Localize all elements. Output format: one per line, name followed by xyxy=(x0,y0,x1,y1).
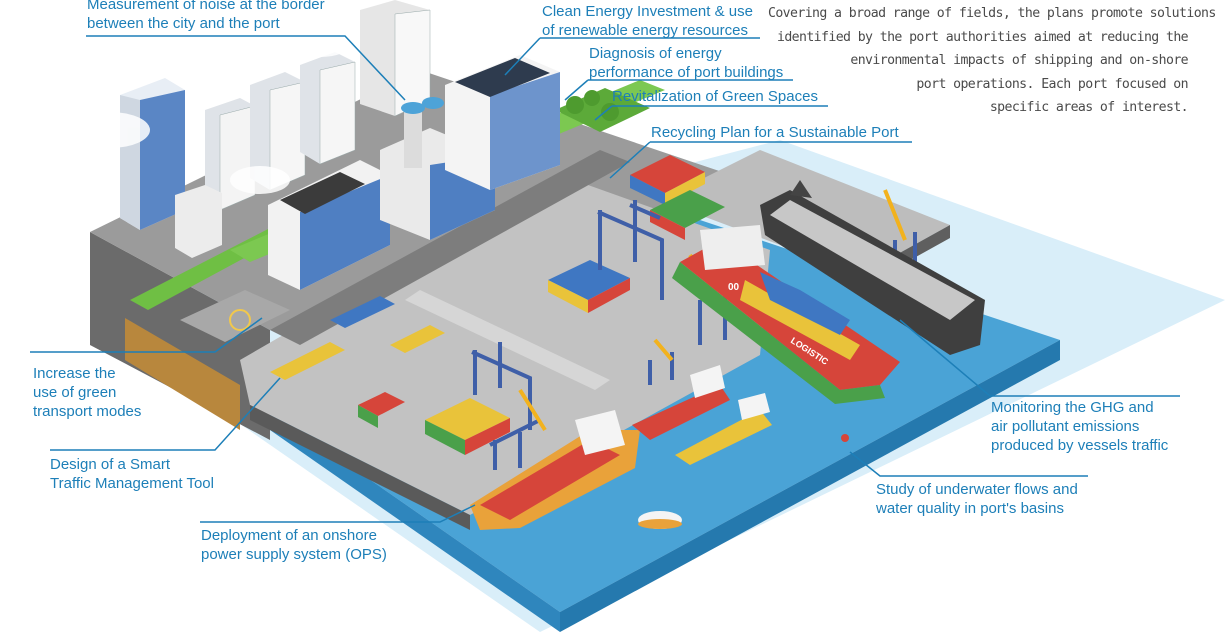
leader-lines xyxy=(30,35,1180,523)
water-edge-right xyxy=(560,340,1060,632)
leader-noise xyxy=(86,35,406,101)
road-main xyxy=(270,150,630,345)
label-line: water quality in port's basins xyxy=(876,500,1064,517)
leader-green-transport xyxy=(30,317,263,353)
label-line: Traffic Management Tool xyxy=(50,475,214,492)
ship-bow-text: 00 xyxy=(728,282,740,293)
ships xyxy=(470,180,985,530)
label-line: Revitalization of Green Spaces xyxy=(612,88,818,105)
label-line: Measurement of noise at the border xyxy=(87,0,325,13)
label-line: Design of a Smart xyxy=(50,456,171,473)
label-line: produced by vessels traffic xyxy=(991,437,1169,454)
description-line: Covering a broad range of fields, the pl… xyxy=(768,6,1216,21)
clouds xyxy=(70,28,508,194)
label-line: of renewable energy resources xyxy=(542,22,748,39)
label-line: Increase the xyxy=(33,365,116,382)
label-line: transport modes xyxy=(33,403,142,420)
quay-edge xyxy=(250,405,470,530)
label-underwater-flows: Study of underwater flows and water qual… xyxy=(876,480,1078,518)
city-buildings xyxy=(120,0,560,290)
leader-diagnosis xyxy=(564,79,793,101)
label-ghg-monitoring: Monitoring the GHG and air pollutant emi… xyxy=(991,398,1168,455)
label-line: air pollutant emissions xyxy=(991,418,1140,435)
land-soil xyxy=(125,318,240,430)
label-line: use of green xyxy=(33,384,117,401)
label-clean-energy: Clean Energy Investment & use of renewab… xyxy=(542,2,753,40)
road-diag xyxy=(405,290,610,390)
label-line: Deployment of an onshore xyxy=(201,527,377,544)
leader-clean-energy xyxy=(504,37,760,76)
label-noise-measurement: Measurement of noise at the border betwe… xyxy=(87,0,325,33)
leader-ghg xyxy=(899,319,1180,397)
description-line: environmental impacts of shipping and on… xyxy=(850,53,1188,68)
container-stacks xyxy=(270,155,725,455)
label-line: Study of underwater flows and xyxy=(876,481,1078,498)
parking-lot xyxy=(180,290,290,342)
leader-traffic xyxy=(50,377,281,451)
label-line: Clean Energy Investment & use xyxy=(542,3,753,20)
label-line: Monitoring the GHG and xyxy=(991,399,1154,416)
description-line: port operations. Each port focused on xyxy=(916,76,1188,92)
description-line: identified by the port authorities aimed… xyxy=(776,29,1189,45)
leader-underwater xyxy=(849,451,1088,477)
leader-recycling xyxy=(609,141,912,179)
label-line: power supply system (OPS) xyxy=(201,546,387,563)
label-recycling-plan: Recycling Plan for a Sustainable Port xyxy=(651,123,899,142)
small-ship-1 xyxy=(632,385,730,440)
description-line: specific areas of interest. xyxy=(989,100,1189,115)
label-line: Recycling Plan for a Sustainable Port xyxy=(651,124,899,141)
label-onshore-power: Deployment of an onshore power supply sy… xyxy=(201,526,387,564)
label-line: Diagnosis of energy xyxy=(589,45,722,62)
leader-green-spaces xyxy=(594,105,828,121)
label-green-transport: Increase the use of green transport mode… xyxy=(33,364,141,421)
label-green-spaces: Revitalization of Green Spaces xyxy=(612,87,818,106)
label-line: between the city and the port xyxy=(87,15,280,32)
label-line: performance of port buildings xyxy=(589,64,784,81)
small-ship-2 xyxy=(675,410,772,465)
label-traffic-tool: Design of a Smart Traffic Management Too… xyxy=(50,455,214,493)
label-energy-diagnosis: Diagnosis of energy performance of port … xyxy=(589,44,783,82)
description-paragraph: Covering a broad range of fields, the pl… xyxy=(768,2,1216,120)
leader-ops xyxy=(200,504,476,523)
